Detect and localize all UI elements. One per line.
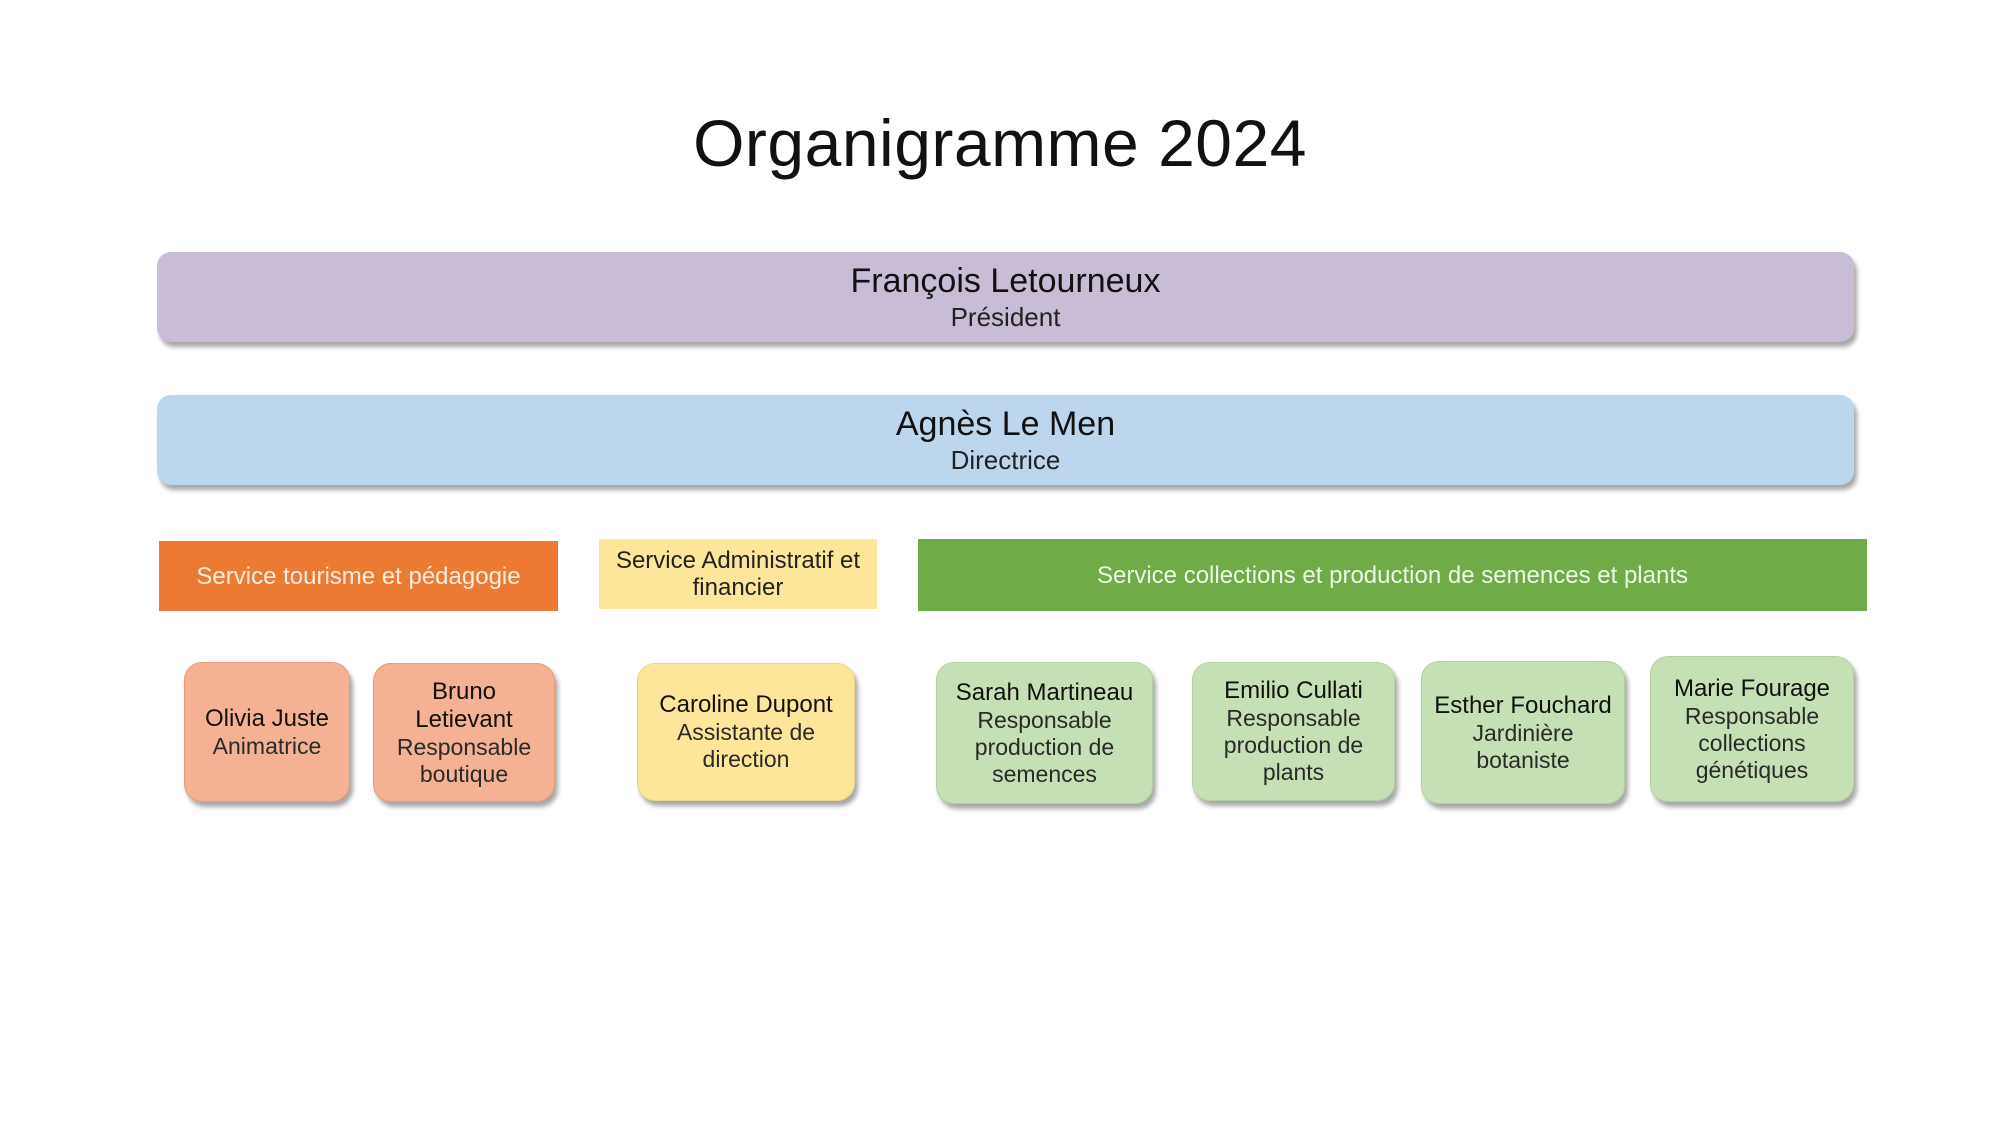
staff-card-olivia-juste: Olivia Juste Animatrice — [184, 662, 350, 802]
staff-name: Caroline Dupont — [659, 691, 833, 718]
staff-role: Responsable production de semences — [974, 706, 1115, 787]
page-title: Organigramme 2024 — [693, 106, 1307, 180]
staff-name: Emilio Cullati — [1224, 677, 1363, 704]
service-tourism-header: Service tourisme et pédagogie — [159, 541, 558, 611]
staff-name: Olivia Juste — [204, 704, 330, 732]
director-box: Agnès Le Men Directrice — [157, 395, 1854, 485]
president-box: François Letourneux Président — [157, 252, 1854, 342]
staff-role: Responsable collections génétiques — [1684, 702, 1820, 783]
staff-name: Bruno Letievant — [415, 677, 513, 733]
staff-role: Jardinière botaniste — [1472, 719, 1574, 773]
staff-card-emilio-cullati: Emilio Cullati Responsable production de… — [1192, 662, 1395, 801]
staff-role: Responsable production de plants — [1223, 705, 1364, 785]
staff-card-marie-fourage: Marie Fourage Responsable collections gé… — [1650, 656, 1854, 802]
staff-role: Animatrice — [212, 732, 322, 759]
staff-role: Assistante de direction — [676, 719, 816, 772]
staff-card-bruno-letievant: Bruno Letievant Responsable boutique — [373, 663, 555, 802]
director-name: Agnès Le Men — [895, 405, 1116, 443]
president-role: Président — [950, 302, 1061, 332]
president-name: François Letourneux — [850, 262, 1161, 300]
service-admin-header: Service Administratif et financier — [599, 539, 877, 609]
staff-card-esther-fouchard: Esther Fouchard Jardinière botaniste — [1421, 661, 1625, 804]
staff-name: Marie Fourage — [1673, 674, 1831, 702]
staff-name: Sarah Martineau — [955, 678, 1134, 706]
staff-card-sarah-martineau: Sarah Martineau Responsable production d… — [936, 662, 1153, 804]
staff-role: Responsable boutique — [396, 733, 532, 787]
service-collections-header: Service collections et production de sem… — [918, 539, 1867, 611]
director-role: Directrice — [950, 445, 1061, 475]
staff-card-caroline-dupont: Caroline Dupont Assistante de direction — [637, 663, 855, 801]
staff-name: Esther Fouchard — [1434, 691, 1612, 719]
